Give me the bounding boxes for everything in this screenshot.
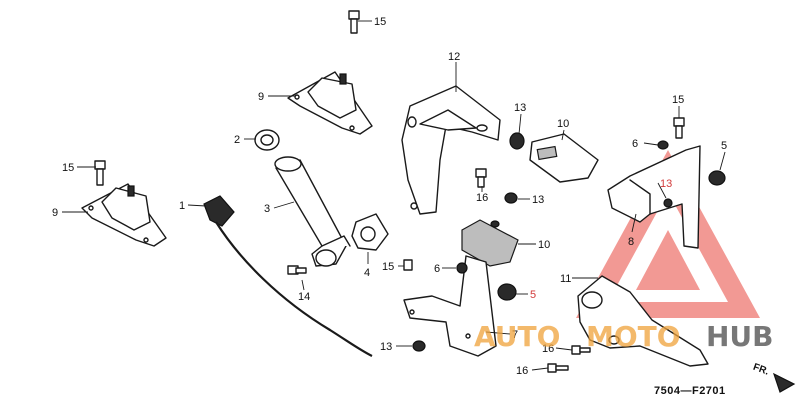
callout-8: 8: [628, 236, 634, 248]
watermark-triangle: [576, 150, 760, 318]
nut-13-bottom: [412, 340, 426, 352]
watermark-logo: [576, 150, 760, 318]
bracket-8: [607, 145, 701, 249]
bolt-15-left: [94, 160, 106, 186]
bolt-6-mid: [456, 262, 468, 274]
callout-9-left: 9: [52, 207, 58, 219]
bolt-16-bottom: [547, 363, 569, 373]
watermark-text: AUTO MOTO HUB: [474, 320, 774, 353]
bolt-15-mid: [403, 259, 413, 271]
callout-15-left: 15: [62, 162, 74, 174]
callout-13-b: 13: [532, 194, 544, 206]
callout-5-right: 5: [721, 140, 727, 152]
front-label: FR.: [751, 362, 770, 378]
callout-11: 11: [560, 273, 571, 285]
bolt-16-mid: [475, 168, 487, 188]
callout-16-mid: 16: [476, 192, 488, 204]
grommet-2: [254, 129, 280, 151]
mount-bracket-9-left: [81, 183, 167, 247]
filler-tube-3: [274, 156, 351, 267]
callout-1: 1: [179, 200, 185, 212]
callout-4: 4: [364, 267, 370, 279]
front-arrow-icon: [772, 372, 796, 393]
callout-13-a: 13: [514, 102, 526, 114]
dipstick-1: [203, 195, 373, 357]
front-direction-indicator: FR.: [751, 362, 796, 393]
leader-lines: [62, 20, 726, 371]
bolt-15-top: [348, 10, 360, 34]
nut-13-a: [509, 132, 525, 150]
bracket-11: [577, 275, 709, 367]
watermark-word-hub: HUB: [706, 320, 774, 353]
watermark-word-auto: AUTO: [474, 320, 560, 353]
callout-10-top: 10: [557, 118, 569, 130]
rubber-mount-10-top: [529, 133, 599, 183]
nut-13-b: [504, 192, 518, 204]
callout-14: 14: [298, 291, 310, 303]
bracket-12: [401, 85, 501, 215]
callout-6-mid: 6: [434, 263, 440, 275]
mount-bracket-9-top: [287, 71, 373, 135]
gasket-4: [351, 213, 389, 251]
callout-labels: 15 12 9 2 13 10 15 6 5 13 15 9 1 3 16 13…: [52, 16, 727, 377]
watermark-triangle-inner: [636, 230, 700, 290]
callout-3: 3: [264, 203, 270, 215]
callout-15-right: 15: [672, 94, 684, 106]
bracket-7: [403, 255, 497, 357]
bolt-6-right: [657, 140, 669, 150]
callout-5-mid: 5: [530, 289, 536, 301]
callout-16-bottom: 16: [516, 365, 528, 377]
callout-12: 12: [448, 51, 460, 63]
rubber-5-mid: [497, 283, 517, 301]
callout-16-bl: 16: [542, 343, 554, 355]
bolt-15-right: [673, 117, 685, 139]
callout-10-mid: 10: [538, 239, 550, 251]
rubber-5-right: [708, 170, 726, 186]
callout-7: 7: [512, 329, 518, 341]
callout-13-right: 13: [660, 178, 672, 190]
watermark-word-moto: MOTO: [586, 320, 681, 353]
callout-9-top: 9: [258, 91, 264, 103]
diagram-code: 7504—F2701: [654, 385, 726, 397]
callout-15-top: 15: [374, 16, 386, 28]
callout-13-bottom: 13: [380, 341, 392, 353]
callout-6-right: 6: [632, 138, 638, 150]
rubber-mount-10-mid: [461, 219, 519, 267]
callout-2: 2: [234, 134, 240, 146]
bolt-14: [287, 265, 307, 275]
callout-15-mid: 15: [382, 261, 394, 273]
